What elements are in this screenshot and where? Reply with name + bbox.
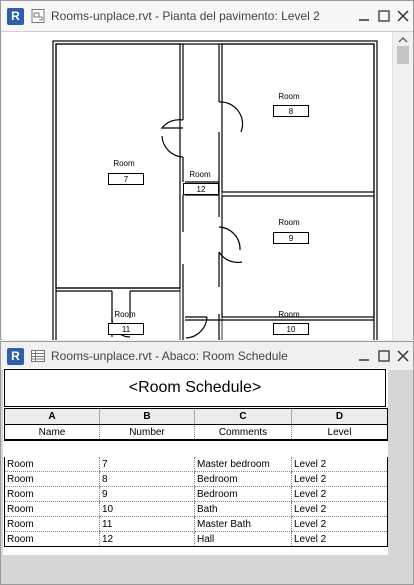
schedule-body-table: Room 7 Master bedroom Level 2 Room 8 Bed… [4,457,388,547]
cell-level[interactable]: Level 2 [291,531,388,547]
cell-level[interactable]: Level 2 [291,501,388,517]
scroll-up-arrow-icon[interactable] [397,34,409,46]
column-letter-a[interactable]: A [4,408,100,425]
room-label: Room [278,310,300,319]
room-number-tag[interactable]: 11 [108,323,144,335]
schedule-titlebar[interactable]: R Rooms-unplace.rvt - Abaco: Room Schedu… [1,342,413,370]
scrollbar-thumb[interactable] [397,46,409,64]
revit-logo-icon: R [7,347,24,365]
room-number-tag[interactable]: 10 [273,323,309,335]
revit-logo-icon: R [7,7,24,25]
cell-comments[interactable]: Hall [194,531,292,547]
column-header-comments[interactable]: Comments [194,424,292,441]
cell-name[interactable]: Room [4,501,100,517]
room-label: Room [278,92,300,101]
cell-name[interactable]: Room [4,516,100,532]
cell-level[interactable]: Level 2 [291,516,388,532]
cell-number[interactable]: 8 [99,471,195,487]
room-label: Room [278,218,300,227]
minimize-icon[interactable] [355,1,373,31]
floorplan-titlebar[interactable]: R Rooms-unplace.rvt - Pianta del pavimen… [1,1,413,32]
cell-comments[interactable]: Master bedroom [194,457,292,472]
cell-number[interactable]: 7 [99,457,195,472]
floorplan-window: R Rooms-unplace.rvt - Pianta del pavimen… [0,0,414,340]
column-header-level[interactable]: Level [291,424,388,441]
room-number-tag[interactable]: 9 [273,232,309,244]
maximize-icon[interactable] [375,342,393,370]
maximize-icon[interactable] [375,1,393,31]
room-label: Room [114,310,136,319]
schedule-window-title: Rooms-unplace.rvt - Abaco: Room Schedule [51,349,288,363]
vertical-scrollbar[interactable] [392,32,413,340]
minimize-icon[interactable] [355,342,373,370]
cell-level[interactable]: Level 2 [291,471,388,487]
table-row[interactable]: Room 9 Bedroom Level 2 [4,486,388,502]
cell-name[interactable]: Room [4,486,100,502]
schedule-view-icon [31,350,45,362]
floor-plan-view-icon [31,9,45,23]
room-label: Room [189,170,211,179]
schedule-window: R Rooms-unplace.rvt - Abaco: Room Schedu… [0,341,414,585]
cell-name[interactable]: Room [4,531,100,547]
table-row[interactable]: Room 12 Hall Level 2 [4,531,388,547]
floor-plan-canvas[interactable]: Room 7 Room 8 Room 9 Room 10 Room 11 Roo… [2,32,393,340]
room-number-tag[interactable]: 12 [183,183,219,195]
room-number-tag[interactable]: 7 [108,173,144,185]
column-letter-d[interactable]: D [291,408,388,425]
floorplan-window-title: Rooms-unplace.rvt - Pianta del pavimento… [51,9,320,23]
cell-number[interactable]: 10 [99,501,195,517]
cell-level[interactable]: Level 2 [291,457,388,472]
room-label: Room [113,159,135,168]
cell-name[interactable]: Room [4,471,100,487]
table-row[interactable]: Room 11 Master Bath Level 2 [4,516,388,532]
cell-comments[interactable]: Master Bath [194,516,292,532]
cell-comments[interactable]: Bedroom [194,486,292,502]
close-icon[interactable] [394,1,412,31]
cell-number[interactable]: 9 [99,486,195,502]
column-letter-c[interactable]: C [194,408,292,425]
schedule-header-table: A B C D Name Number Comments Level [4,408,388,441]
table-row[interactable]: Room 8 Bedroom Level 2 [4,471,388,487]
table-row[interactable]: Room 7 Master bedroom Level 2 [4,457,388,472]
column-header-number[interactable]: Number [99,424,195,441]
room-number-tag[interactable]: 8 [273,105,309,117]
table-row[interactable]: Room 10 Bath Level 2 [4,501,388,517]
cell-level[interactable]: Level 2 [291,486,388,502]
cell-number[interactable]: 11 [99,516,195,532]
column-header-name[interactable]: Name [4,424,100,441]
close-icon[interactable] [394,342,412,370]
cell-name[interactable]: Room [4,457,100,472]
column-letter-b[interactable]: B [99,408,195,425]
cell-number[interactable]: 12 [99,531,195,547]
cell-comments[interactable]: Bath [194,501,292,517]
schedule-title[interactable]: <Room Schedule> [4,369,386,407]
room-schedule: <Room Schedule> A B C D Name Number Comm… [3,368,388,555]
cell-comments[interactable]: Bedroom [194,471,292,487]
floor-plan-drawing [52,40,378,340]
